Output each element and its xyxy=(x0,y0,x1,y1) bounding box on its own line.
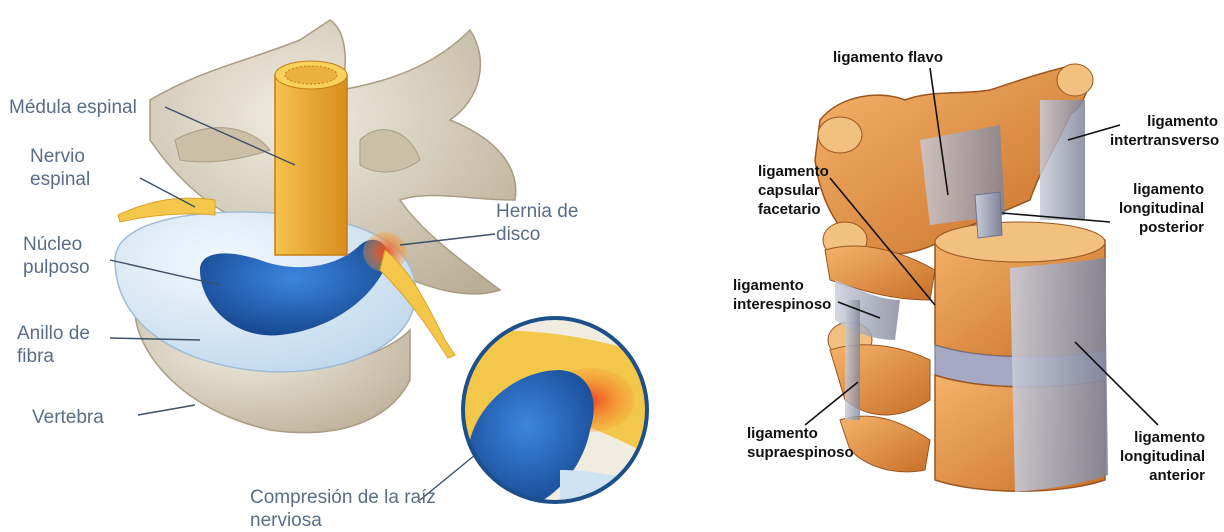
label-ligamento-intertransverso: ligamento intertransverso xyxy=(1110,112,1218,150)
label-nervio-espinal: Nervio espinal xyxy=(30,145,90,191)
spinal-cord xyxy=(275,75,347,255)
intertransverse-ligament xyxy=(1040,100,1085,220)
label-ligamento-capsular-facetario: ligamento capsular facetario xyxy=(758,162,829,219)
zoom-detail-circle xyxy=(460,318,660,510)
label-nucleo-pulposo: Núcleo pulposo xyxy=(23,233,90,279)
label-compresion-raiz-nerviosa: Compresión de la raíz nerviosa xyxy=(250,486,436,532)
label-ligamento-supraespinoso: ligamento supraespinoso xyxy=(747,424,854,462)
supraspinous-ligament xyxy=(845,300,860,420)
label-vertebra: Vertebra xyxy=(32,406,104,429)
label-ligamento-longitudinal-anterior: ligamento longitudinal anterior xyxy=(1105,428,1205,485)
herniated-disc-diagram xyxy=(110,20,660,510)
label-medula-espinal: Médula espinal xyxy=(9,96,137,119)
label-ligamento-flavo: ligamento flavo xyxy=(833,48,943,67)
anterior-longitudinal-ligament xyxy=(1010,258,1108,492)
label-ligamento-interespinoso: ligamento interespinoso xyxy=(733,276,831,314)
posterior-longitudinal-ligament xyxy=(975,192,1002,238)
label-ligamento-longitudinal-posterior: ligamento longitudinal posterior xyxy=(1100,180,1204,237)
label-hernia-de-disco: Hernia de disco xyxy=(496,200,578,246)
label-anillo-de-fibra: Anillo de fibra xyxy=(17,322,90,368)
